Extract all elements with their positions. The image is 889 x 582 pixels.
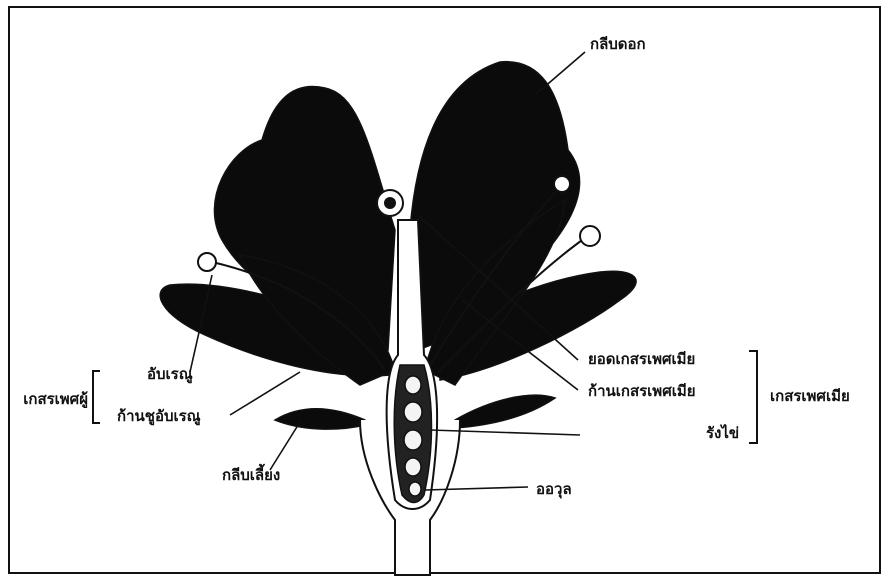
left-sepal [275, 409, 365, 429]
leader-petal [535, 52, 585, 95]
label-filament: ก้านชูอับเรณู [117, 407, 201, 425]
ovule-4 [405, 458, 421, 476]
anther-right-2 [580, 226, 600, 246]
label-ovary: รังไข่ [706, 424, 739, 442]
group-stamen-label: เกสรเพศผู้ [0, 390, 88, 408]
leader-sepal [270, 422, 300, 470]
label-stigma: ยอดเกสรเพศเมีย [588, 350, 695, 368]
label-anther: อับเรณู [147, 365, 193, 383]
label-ovule: ออวุล [536, 480, 572, 498]
ovule-5 [409, 482, 421, 496]
anther-right-1 [554, 176, 570, 192]
label-style: ก้านเกสรเพศเมีย [588, 382, 696, 400]
ovule-1 [405, 376, 421, 394]
label-petal: กลีบดอก [590, 35, 646, 53]
right-sepal [455, 395, 555, 428]
leader-filament [230, 372, 300, 415]
label-sepal: กลีบเลี้ยง [222, 466, 280, 484]
group-pistil-label: เกสรเพศเมีย [770, 387, 850, 405]
pistil-bracket [749, 350, 758, 444]
anther-left [198, 253, 216, 271]
ovule-3 [404, 430, 422, 450]
ovule-2 [404, 402, 422, 422]
stamen-bracket [92, 370, 100, 424]
